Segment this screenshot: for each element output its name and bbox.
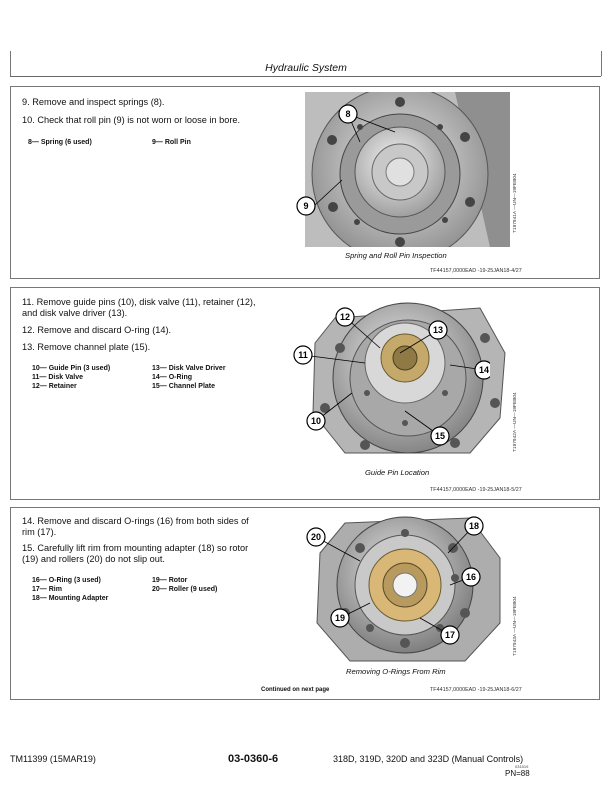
callout-15-label: 15: [435, 431, 445, 441]
callout-20-label: 20: [311, 532, 321, 542]
legend-item-12: 12— Retainer: [32, 383, 77, 390]
callout-10-label: 10: [311, 416, 321, 426]
callouts-section-1: 8 9: [296, 104, 396, 216]
callout-12-label: 12: [340, 312, 350, 322]
guide-pin-photo: [305, 293, 510, 458]
page-header-title: Hydraulic System: [265, 62, 347, 74]
procedure-section-1: [10, 86, 600, 279]
callout-10: [306, 411, 326, 431]
callout-9: [296, 196, 316, 216]
reference-code-3: TF44157,0000EAD -19-25JAN18-6/27: [430, 687, 522, 693]
step-15-line-1: 15. Carefully lift rim from mounting ada…: [22, 543, 249, 553]
footer-model-title: 318D, 319D, 320D and 323D (Manual Contro…: [333, 754, 524, 764]
callout-19-label: 19: [335, 613, 345, 623]
legend-item-11: 11— Disk Valve: [32, 374, 83, 381]
footer-tm-number: TM11399 (15MAR19): [10, 754, 96, 764]
step-14-line-1: 14. Remove and discard O-rings (16) from…: [22, 516, 249, 526]
spring-roll-pin-photo: [305, 92, 510, 247]
callout-13: [428, 320, 448, 340]
guide-pin-illustration: [312, 302, 506, 454]
callout-20: [306, 527, 326, 547]
footer-date-code: 031519: [515, 764, 529, 769]
continued-note: Continued on next page: [261, 687, 330, 693]
callout-9-label: 9: [303, 201, 308, 211]
legend-item-18: 18— Mounting Adapter: [32, 595, 109, 602]
legend-item-17: 17— Rim: [32, 586, 62, 593]
legend-item-13: 13— Disk Valve Driver: [152, 365, 226, 372]
legend-item-10: 10— Guide Pin (3 used): [32, 365, 111, 372]
step-10: 10. Check that roll pin (9) is not worn …: [22, 115, 241, 125]
legend-item-14: 14— O-Ring: [152, 374, 193, 381]
step-12: 12. Remove and discard O-ring (14).: [22, 325, 172, 335]
callout-13-label: 13: [433, 325, 443, 335]
figure-id-2: T197942A —UN—19FEB04: [513, 392, 518, 452]
legend-item-9: 9— Roll Pin: [152, 139, 191, 146]
reference-code-1: TF44157,0000EAD -19-25JAN18-4/27: [430, 268, 522, 274]
callout-14: [474, 360, 490, 380]
step-14-line-2: rim (17).: [22, 527, 57, 537]
step-9: 9. Remove and inspect springs (8).: [22, 97, 165, 107]
procedure-section-2: [10, 287, 600, 500]
header-frame: [10, 51, 602, 76]
rim-o-ring-photo: [305, 513, 510, 663]
callout-14-label: 14: [479, 365, 489, 375]
figure-caption-1: Spring and Roll Pin Inspection: [345, 251, 447, 260]
legend-item-16: 16— O-Ring (3 used): [32, 577, 101, 584]
spring-roll-pin-illustration: [305, 92, 510, 247]
callout-18-label: 18: [469, 521, 479, 531]
figure-caption-2: Guide Pin Location: [365, 468, 430, 477]
callout-17-label: 17: [445, 630, 455, 640]
callout-16-label: 16: [466, 572, 476, 582]
figure-id-1: T197941A —UN—19FEB04: [513, 173, 518, 233]
callout-16: [461, 567, 481, 587]
legend-item-8: 8— Spring (6 used): [28, 139, 92, 146]
callout-19: [330, 608, 350, 628]
footer-page-number: 03-0360-6: [228, 753, 279, 765]
figure-id-3: T197943A —UN—19FEB04: [513, 596, 518, 656]
callouts-section-3: 20 18 16 19 17: [306, 516, 484, 645]
callout-18: [464, 516, 484, 536]
callout-15: [430, 426, 450, 446]
reference-code-2: TF44157,0000EAD -19-25JAN18-5/27: [430, 487, 522, 493]
step-11-line-2: and disk valve driver (13).: [22, 308, 128, 318]
step-15-line-2: (19) and rollers (20) do not slip out.: [22, 554, 165, 564]
legend-item-19: 19— Rotor: [152, 577, 188, 584]
legend-item-15: 15— Channel Plate: [152, 383, 216, 390]
figure-caption-3: Removing O-Rings From Rim: [346, 667, 446, 676]
callout-17: [440, 625, 460, 645]
callouts-section-2: 12 13 11 14 10 15: [293, 307, 490, 446]
step-11-line-1: 11. Remove guide pins (10), disk valve (…: [22, 297, 256, 307]
callout-8-label: 8: [345, 109, 350, 119]
callout-12: [335, 307, 355, 327]
callout-8: [338, 104, 358, 124]
rim-o-ring-illustration: [316, 516, 501, 662]
callout-11-label: 11: [298, 350, 308, 360]
footer-pn: PN=88: [505, 769, 530, 778]
procedure-section-3: [10, 507, 600, 700]
legend-item-20: 20— Roller (9 used): [152, 586, 218, 593]
step-13: 13. Remove channel plate (15).: [22, 342, 151, 352]
callout-11: [293, 345, 313, 365]
header-rule: [10, 76, 601, 77]
